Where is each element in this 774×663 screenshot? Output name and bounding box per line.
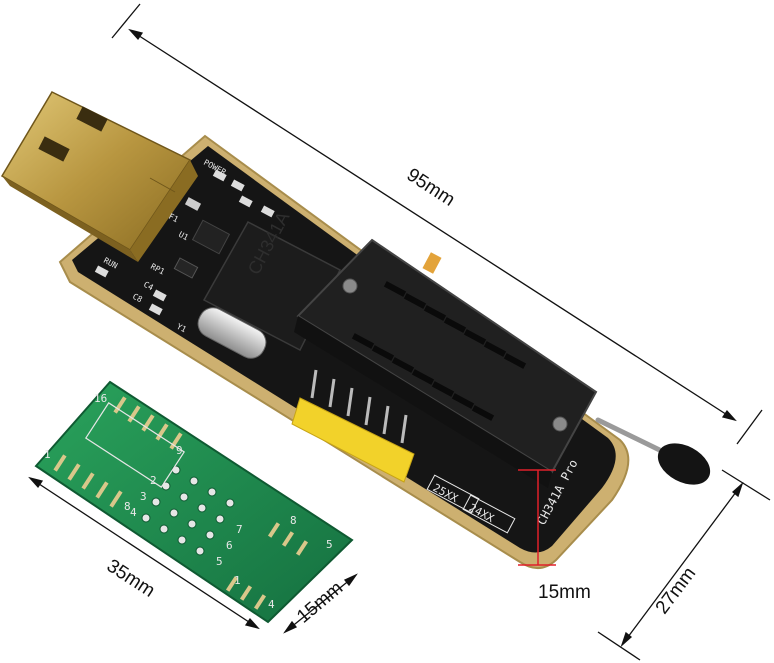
dim-line-95mm [129,29,736,421]
crystal-y1 [197,307,267,359]
adapter-hole2-label: 2 [150,474,157,487]
adapter-pin9-label: 9 [176,444,183,457]
u1-label: U1 [177,230,190,243]
f1-label: F1 [167,212,180,225]
dim-line-27mm [621,483,743,646]
adapter-pin5-label: 5 [326,538,333,551]
smd-components [94,169,275,316]
dim-line-adapter-15mm [284,574,357,633]
adapter-pin16-label: 16 [94,392,107,405]
programmer-board: POWER RUN RP1 C4 C8 Y1 U1 F1 CH341A [0,91,711,569]
socket-screw-icon [342,278,358,294]
dim-line-height-15mm [518,469,556,566]
adapter-holes [141,465,235,556]
zif-socket [294,238,711,488]
resistor-pack [173,257,199,279]
adapter-hole5-label: 5 [216,555,223,568]
adapter-hole8-label: 8 [290,514,297,527]
dimension-lines [28,3,771,661]
pin-header [291,369,415,483]
socket-screw-icon [552,416,568,432]
c4-label: C4 [142,280,155,293]
c8-label: C8 [131,292,144,305]
adapter-hole3-label: 3 [140,490,147,503]
lever-knob [657,443,711,485]
socket-tab [422,252,442,274]
usb-slot-icon [38,136,70,162]
adapter-hole4-label: 4 [130,506,137,519]
adapter-hole7-label: 7 [236,523,243,536]
socket-slots [351,281,527,421]
usb-slot-icon [76,106,108,132]
dim-line-35mm [29,477,259,629]
regulator-chip [191,219,231,255]
height-dimension-label: 15mm [538,582,591,603]
usb-plug [0,91,198,262]
adapter-hole6-label: 6 [226,539,233,552]
y1-label: Y1 [175,322,188,335]
adapter-pin8-label: 8 [124,500,131,513]
adapter-low1-label: 1 [234,574,241,587]
adapter-pin1-label: 1 [44,448,51,461]
adapter-pads [53,396,309,610]
adapter-pin4-label: 4 [268,598,275,611]
adapter-board: 16 1 9 8 5 4 2 3 4 5 6 7 8 1 [34,380,354,624]
